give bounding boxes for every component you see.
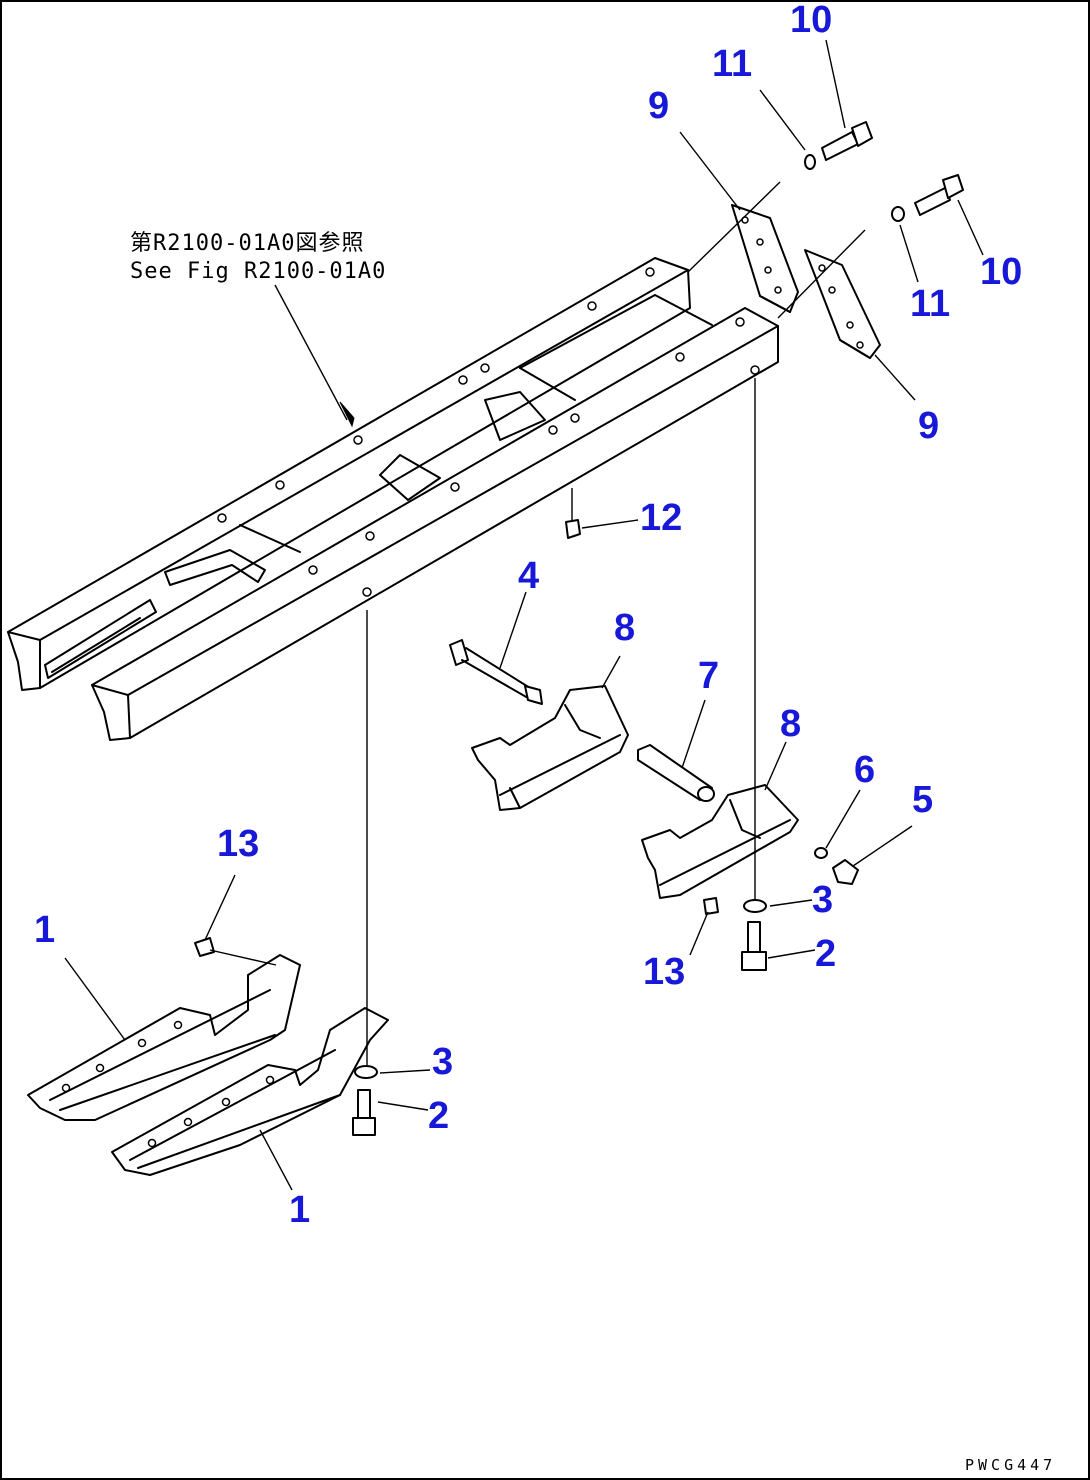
callout-8-lower: 8 xyxy=(780,703,801,745)
step-1-lower xyxy=(111,1007,389,1176)
bolt-13-right xyxy=(703,897,719,915)
callout-10-upper: 10 xyxy=(790,0,832,41)
callout-11-lower: 11 xyxy=(910,283,950,325)
cross-members xyxy=(164,294,713,586)
drawing-code: PWCG447 xyxy=(965,1456,1056,1474)
bolt-10-upper xyxy=(821,121,873,161)
nut-5 xyxy=(832,859,859,885)
callout-7: 7 xyxy=(698,655,719,697)
pin-7 xyxy=(637,744,715,802)
bolt-12 xyxy=(565,519,581,539)
frame-rail-front xyxy=(91,307,779,741)
bolt-2-right xyxy=(741,921,767,971)
callout-labels: 10 11 9 10 11 9 12 4 8 7 8 6 5 3 2 13 13… xyxy=(34,0,1022,1231)
callout-13-left: 13 xyxy=(217,823,259,865)
support-8-lower xyxy=(641,784,799,899)
plate-9-lower xyxy=(804,249,881,359)
washer-3-left xyxy=(354,1065,378,1079)
washer-3-right xyxy=(743,899,767,913)
callout-2-right: 2 xyxy=(815,933,836,975)
reference-note-jp: 第R2100-01A0図参照 xyxy=(130,231,364,256)
step-1-upper xyxy=(27,954,301,1121)
callout-9-lower: 9 xyxy=(918,405,939,447)
plate-9-upper xyxy=(731,204,799,313)
callout-12: 12 xyxy=(640,497,682,539)
leader-lines xyxy=(64,39,984,1191)
callout-3-left: 3 xyxy=(432,1041,453,1083)
callout-2-left: 2 xyxy=(428,1095,449,1137)
support-8-upper xyxy=(471,685,629,811)
callout-1-upper: 1 xyxy=(34,909,55,951)
callout-13-right: 13 xyxy=(643,951,685,993)
washer-11-upper xyxy=(804,154,816,170)
callout-10-lower: 10 xyxy=(980,251,1022,293)
callout-5: 5 xyxy=(912,779,933,821)
bolt-10-lower xyxy=(914,174,964,216)
bolt-13-left xyxy=(194,937,215,957)
washer-6 xyxy=(814,847,828,859)
callout-4: 4 xyxy=(518,555,539,597)
reference-note-en: See Fig R2100-01A0 xyxy=(130,259,386,284)
bolt-2-left xyxy=(352,1089,376,1136)
callout-8-upper: 8 xyxy=(614,607,635,649)
callout-3-right: 3 xyxy=(812,879,833,921)
callout-9-upper: 9 xyxy=(648,85,669,127)
callout-6: 6 xyxy=(854,749,875,791)
rod-4 xyxy=(449,639,543,705)
callout-1-lower: 1 xyxy=(289,1189,310,1231)
callout-11-upper: 11 xyxy=(712,43,752,85)
assembly-lines xyxy=(209,181,866,1065)
washer-11-lower xyxy=(891,206,905,222)
frame-rail-rear xyxy=(7,257,691,691)
